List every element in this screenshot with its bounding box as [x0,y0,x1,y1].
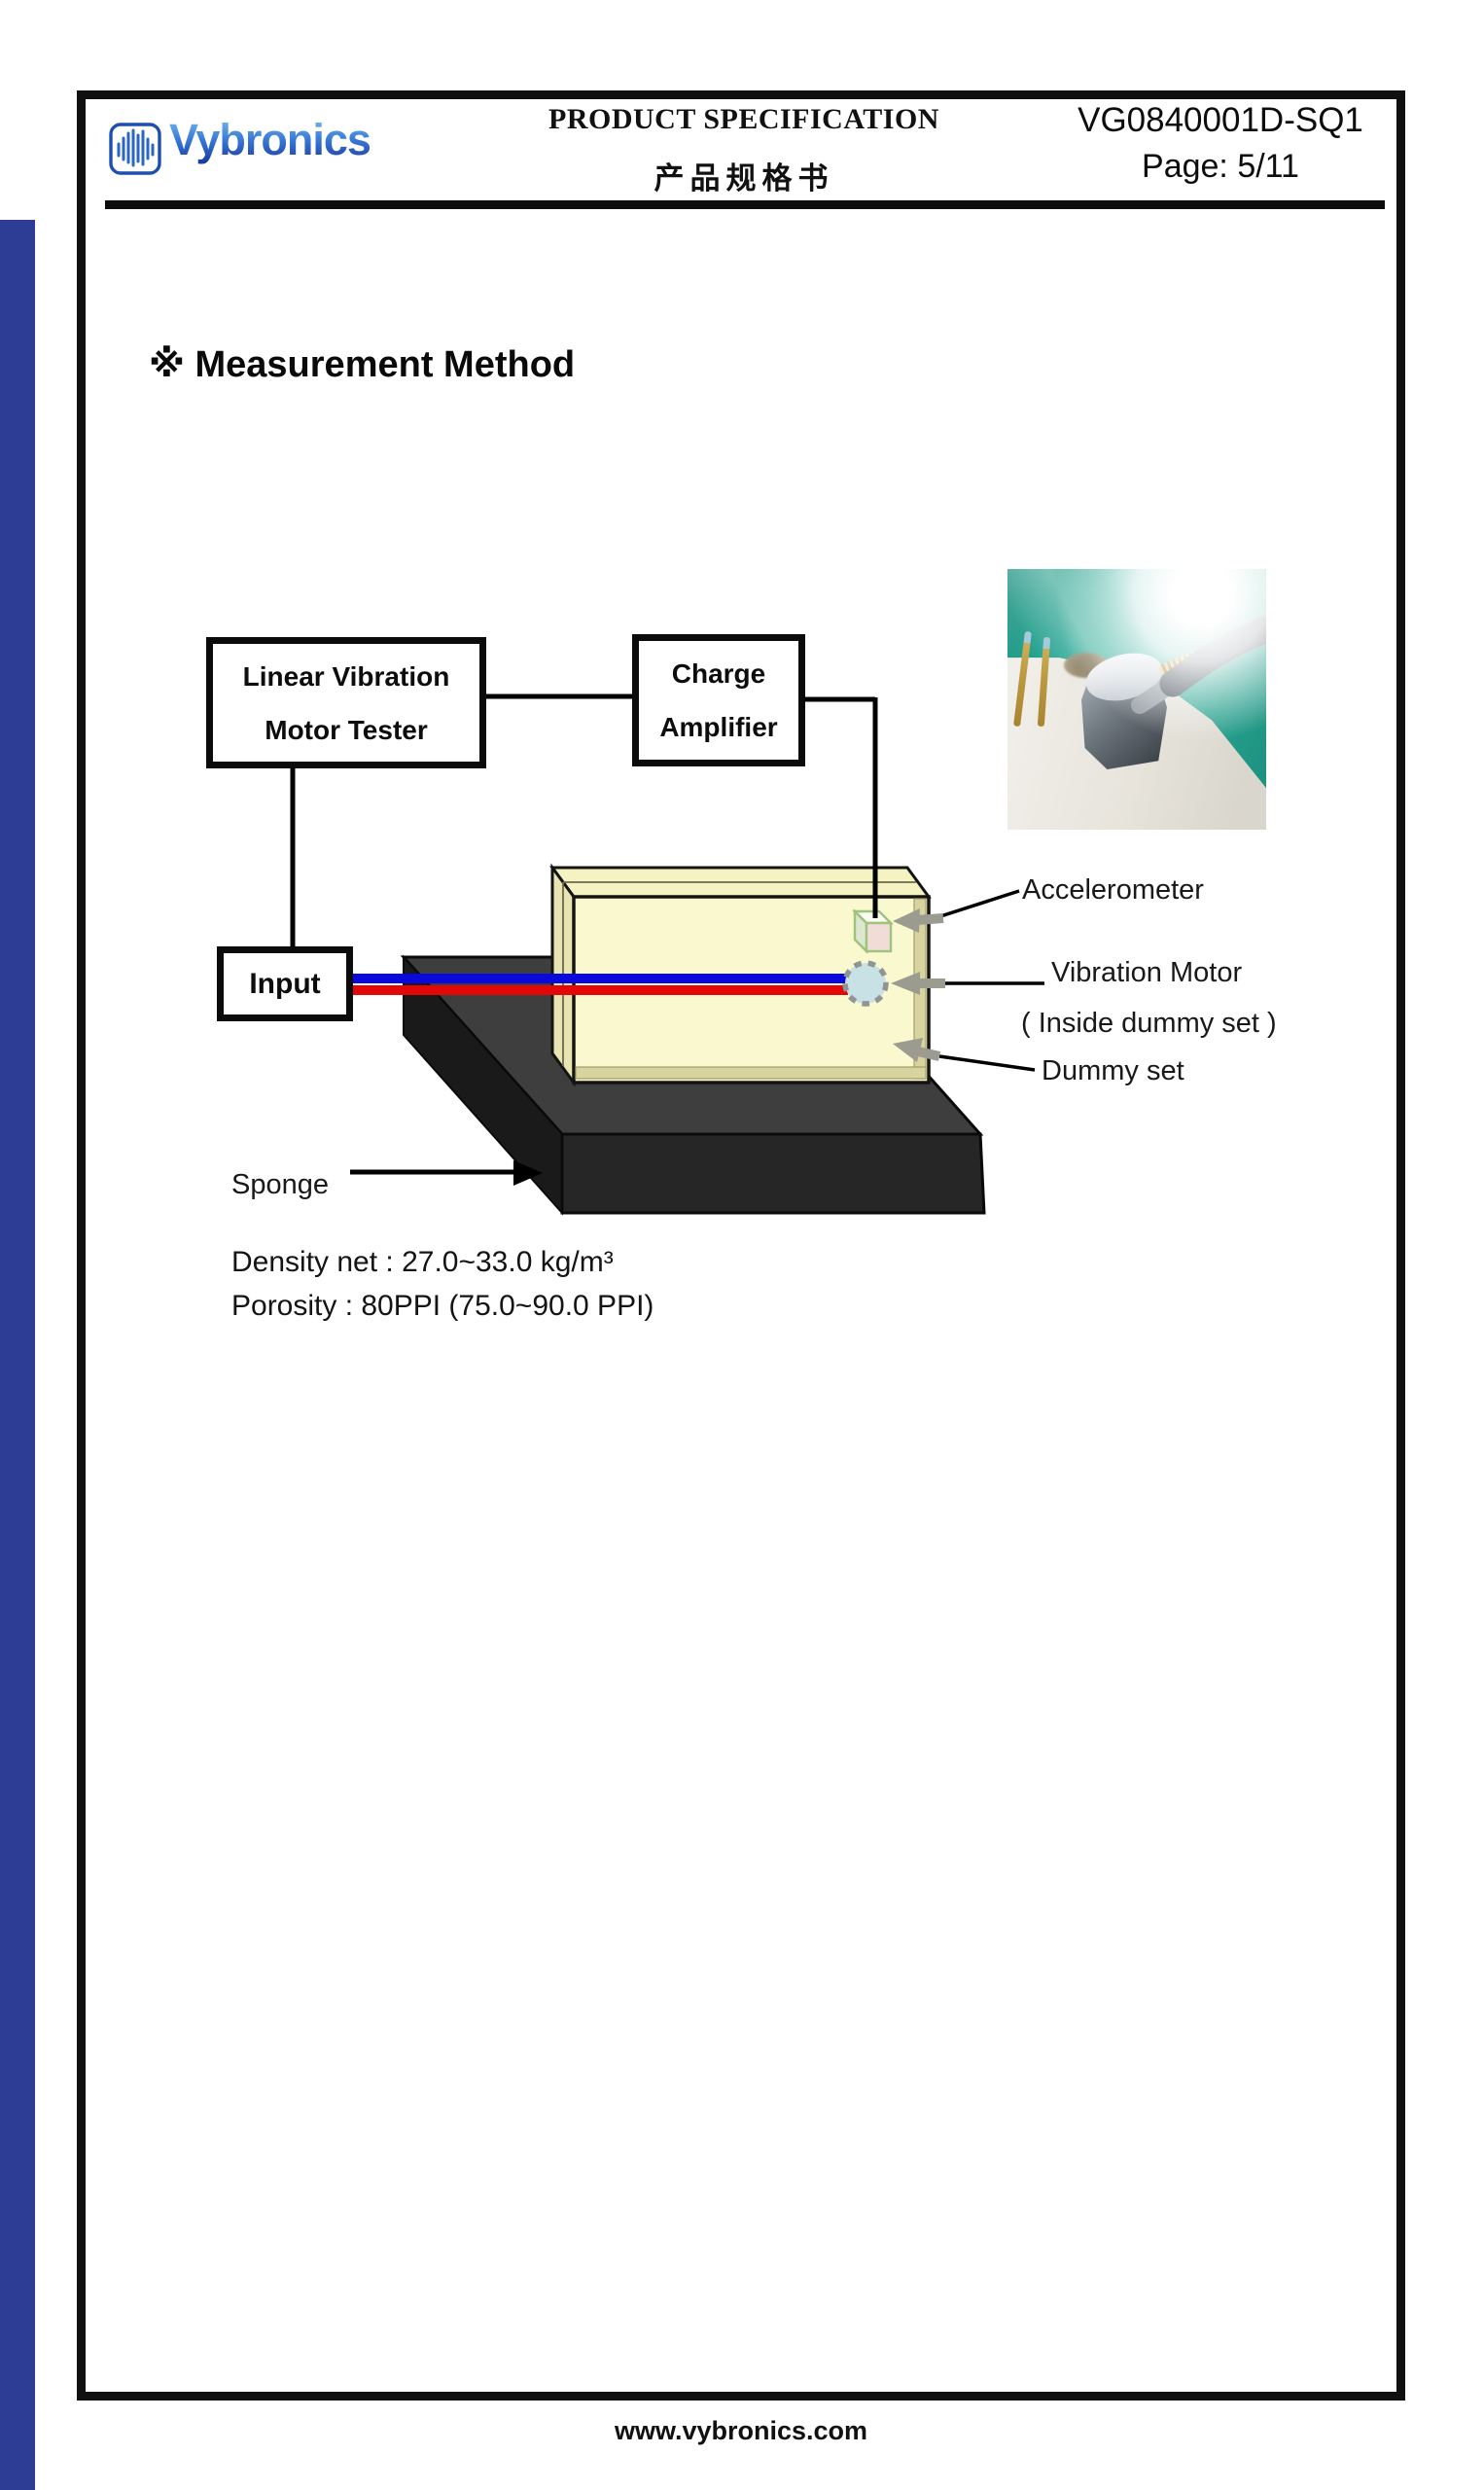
dummy-set-arrow-shaft [916,1047,941,1061]
section-heading: ※ Measurement Method [149,344,576,385]
dummy-set-label: Dummy set [1042,1055,1184,1086]
charge-amplifier-box: Charge Amplifier [632,634,805,766]
sponge-density-note: Density net : 27.0~33.0 kg/m³ [231,1246,614,1278]
accelerometer-photo [1007,569,1266,830]
brand-name: Vybronics [169,115,371,164]
input-label: Input [249,967,321,1000]
photo-haze [1007,569,1266,830]
tester-label-line1: Linear Vibration [242,660,450,692]
website-url: www.vybronics.com [614,2416,868,2445]
document-title-zh: 产品规格书 [654,161,834,196]
sponge-arrow-icon [513,1160,543,1186]
accelerometer-pointer-line [931,889,1020,921]
sponge-label: Sponge [231,1169,329,1200]
left-margin-stripe [0,220,35,2490]
accelerometer-label: Accelerometer [1022,874,1204,906]
dummy-set-arrow-icon [893,1038,923,1062]
input-box: Input [217,946,353,1021]
vibration-motor-label: Vibration Motor [1051,957,1243,988]
page-border [77,90,1405,2401]
vibration-motor-symbol [842,960,889,1007]
waveform-icon [109,123,161,175]
inside-dummy-set-label: ( Inside dummy set ) [1021,1008,1277,1039]
page-number: Page: 5/11 [1142,148,1299,185]
tester-label-line2: Motor Tester [265,714,428,745]
vibration-motor-arrow-icon [891,972,920,995]
dummy-set-bottom-wall [575,1066,927,1080]
document-title-en: PRODUCT SPECIFICATION [548,103,939,135]
amplifier-label-line1: Charge [671,658,766,689]
document-number: VG0840001D-SQ1 [1078,101,1363,139]
vybronics-logo [109,123,161,175]
dummy-set-pointer-line [938,1054,1036,1072]
photo-flare [1007,569,1266,830]
linear-vibration-motor-tester-box: Linear Vibration Motor Tester [206,637,486,768]
amplifier-label-line2: Amplifier [659,712,778,742]
sponge-porosity-note: Porosity : 80PPI (75.0~90.0 PPI) [231,1290,654,1322]
accelerometer-symbol-front [865,921,893,953]
sponge-front-face [560,1132,986,1215]
accelerometer-arrow-icon [893,908,920,933]
header-divider [105,200,1385,209]
accelerometer-arrow-shaft [915,913,944,925]
